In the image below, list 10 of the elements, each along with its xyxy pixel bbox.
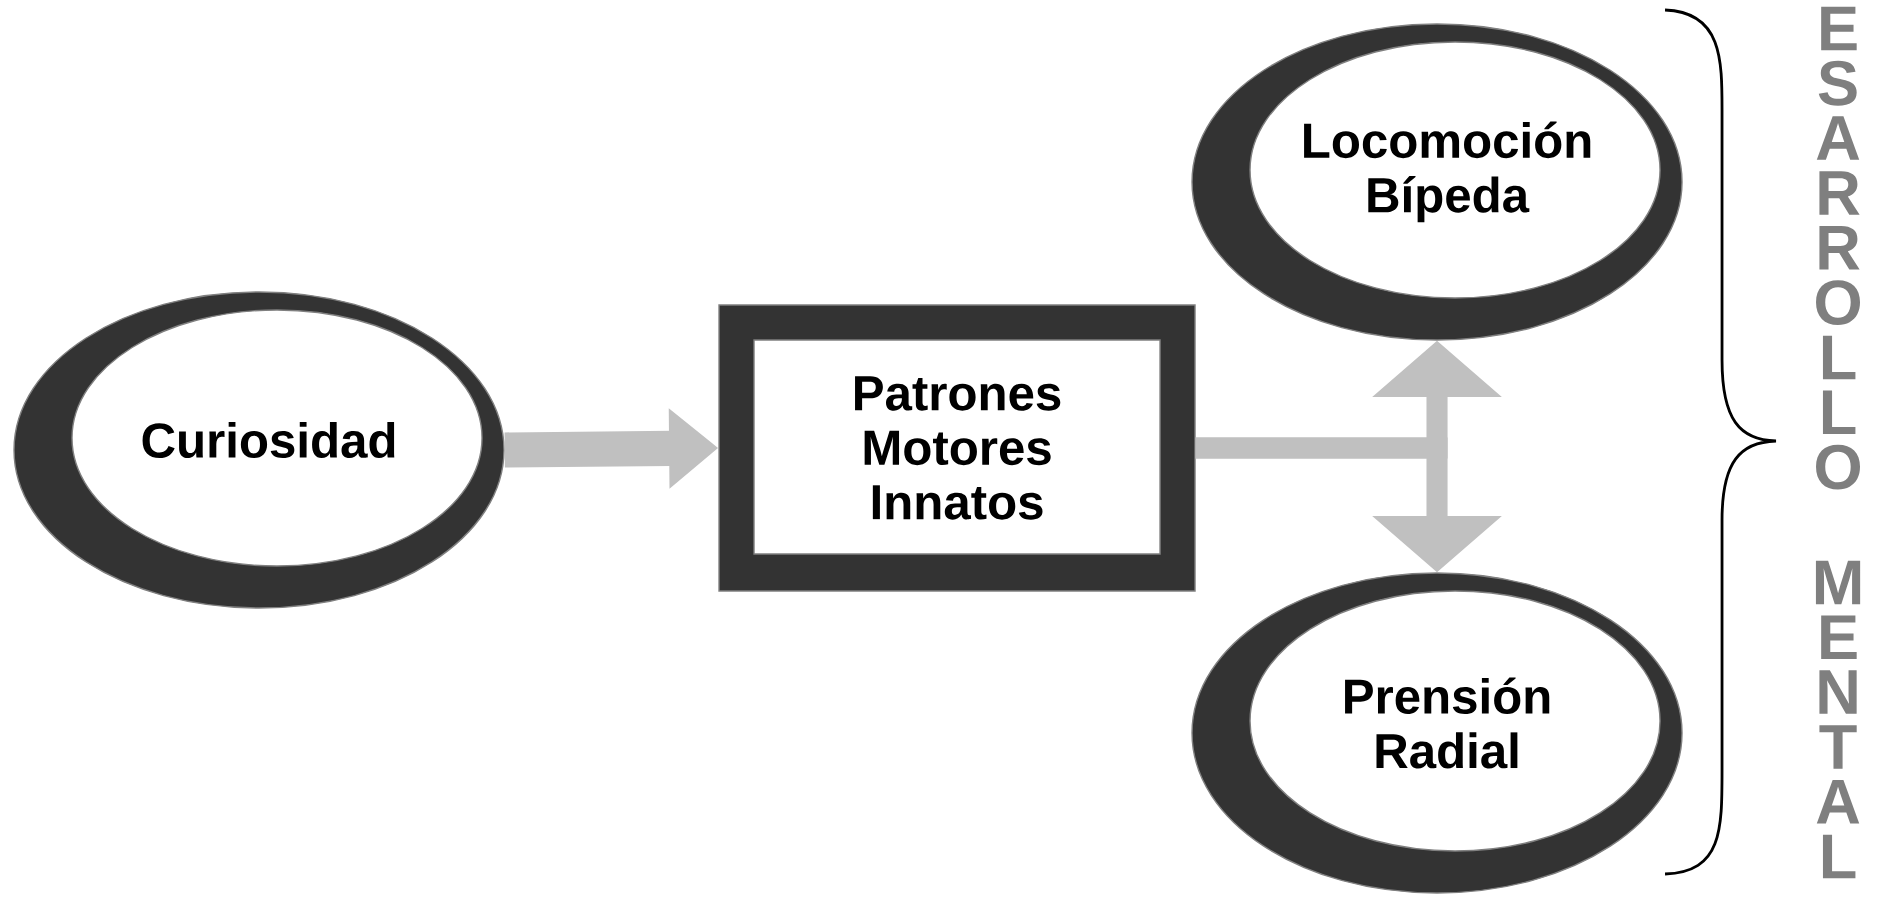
ring-ellipse: [1191, 572, 1683, 894]
node-label: Curiosidad: [142, 421, 395, 459]
ring-ellipse: [13, 291, 505, 609]
vertical-title: ESARROLLO: [1816, 6, 1860, 490]
node-label: Locomoción Bípeda: [1304, 121, 1591, 223]
ring-ellipse: [1191, 23, 1683, 341]
frame-box: [718, 304, 1196, 592]
node-label: Patrones Motores Innatos: [855, 376, 1061, 520]
node-label: Prensión Radial: [1345, 677, 1550, 769]
vertical-title: MENTAL: [1815, 560, 1861, 879]
